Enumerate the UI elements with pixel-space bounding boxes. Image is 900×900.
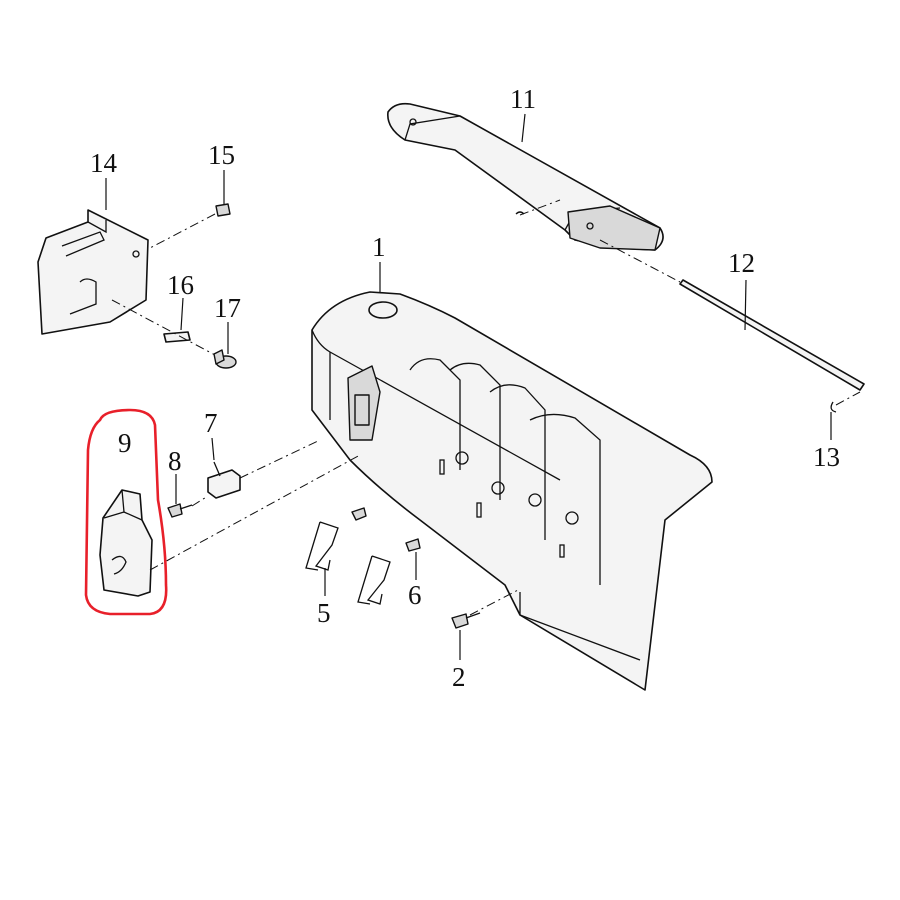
part-17-screw: [213, 349, 237, 369]
callout-6: 6: [408, 580, 422, 610]
part-6-wire-clip: [357, 538, 421, 605]
part-5-wire-clip: [305, 507, 367, 571]
callout-13: 13: [813, 442, 840, 472]
part-2-screw: [451, 589, 519, 629]
callout-16: 16: [167, 270, 194, 300]
callout-15: 15: [208, 140, 235, 170]
part-8-screw: [167, 495, 209, 518]
part-12-rod: [599, 239, 865, 391]
part-7-bracket: [207, 439, 321, 499]
part-9-side-cap: [99, 454, 361, 597]
callout-2: 2: [452, 662, 466, 692]
callout-9: 9: [118, 428, 132, 458]
part-13-clip: [830, 391, 861, 413]
callout-5: 5: [317, 598, 331, 628]
callout-7: 7: [204, 408, 218, 438]
callout-11: 11: [510, 84, 536, 114]
callout-12: 12: [728, 248, 755, 278]
callout-14: 14: [90, 148, 118, 178]
leader-lines: [105, 113, 832, 660]
part-14-side-plate: [37, 209, 149, 335]
callout-1: 1: [372, 232, 386, 262]
callout-17: 17: [214, 293, 241, 323]
part-15-screw: [149, 203, 231, 249]
part-1-main-cover: [311, 291, 713, 691]
part-16-small-plate: [111, 299, 216, 356]
callout-8: 8: [168, 446, 182, 476]
part-11-handle: [387, 102, 664, 251]
part-9-highlight: [84, 408, 168, 616]
